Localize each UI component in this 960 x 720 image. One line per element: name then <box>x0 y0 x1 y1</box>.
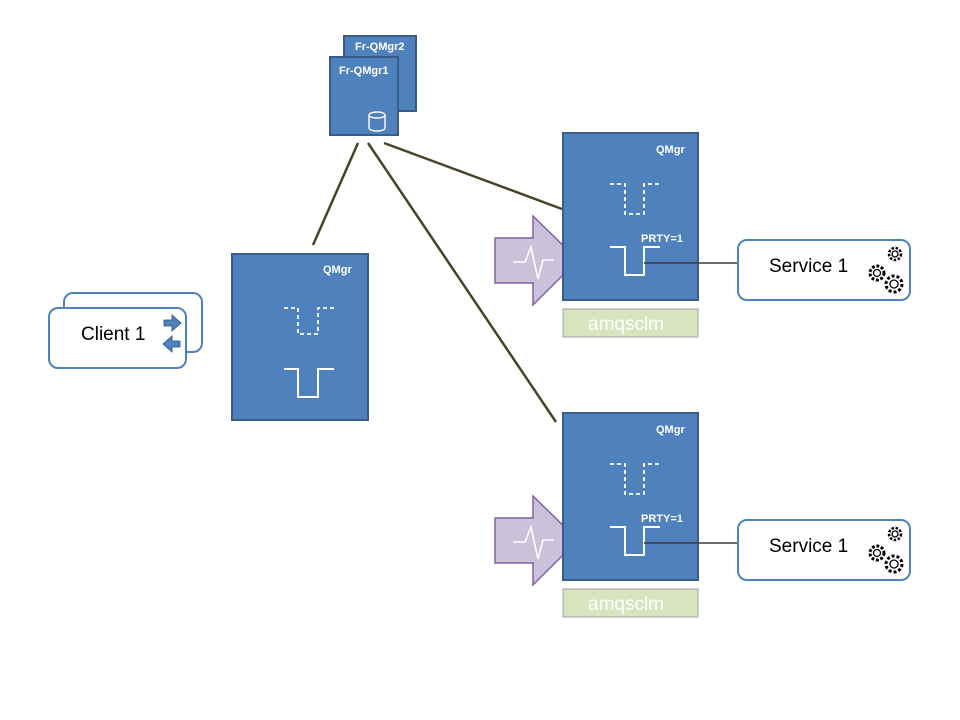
connector-repository-to-gateway <box>311 142 360 246</box>
service-1-top[interactable]: Service 1 <box>737 239 911 301</box>
priority-label: PRTY=1 <box>641 233 683 245</box>
service-1-bottom[interactable]: Service 1 <box>737 519 911 581</box>
service-qmgr-top-label: QMgr <box>656 144 685 156</box>
local-queue-icon <box>610 526 660 556</box>
full-repository-1-label: Fr-QMgr1 <box>339 65 389 77</box>
program-label: amqsclm <box>588 314 664 335</box>
full-repository-qmgr-1[interactable]: Fr-QMgr1 <box>329 56 399 136</box>
gateway-qmgr[interactable]: QMgr <box>231 253 369 421</box>
cluster-connectors <box>311 141 563 423</box>
local-queue-icon <box>284 368 334 398</box>
service-label: Service 1 <box>769 256 848 277</box>
full-repository-2-label: Fr-QMgr2 <box>355 41 405 53</box>
gateway-qmgr-label: QMgr <box>323 264 352 276</box>
service-qmgr-bottom-label: QMgr <box>656 424 685 436</box>
priority-label: PRTY=1 <box>641 513 683 525</box>
program-label: amqsclm <box>588 594 664 615</box>
client-1[interactable]: Client 1 <box>48 292 203 369</box>
heartbeat-arrow-icon <box>494 214 580 307</box>
bidirectional-arrows-icon <box>162 314 182 353</box>
heartbeat-arrow-icon <box>494 494 580 587</box>
heartbeat-arrow-top <box>494 214 580 307</box>
gears-icon <box>868 526 904 574</box>
service-qmgr-top[interactable]: QMgr PRTY=1 <box>562 132 699 301</box>
connector-repository-to-service-qmgr-bottom <box>366 142 558 423</box>
amqsclm-program-top: amqsclm <box>562 308 699 338</box>
heartbeat-arrow-bottom <box>494 494 580 587</box>
amqsclm-program-bottom: amqsclm <box>562 588 699 618</box>
service-qmgr-bottom[interactable]: QMgr PRTY=1 <box>562 412 699 581</box>
connector-repository-to-service-qmgr-top <box>383 141 563 211</box>
local-queue-icon <box>610 246 660 276</box>
cluster-queue-icon <box>284 307 334 335</box>
gears-icon <box>868 246 904 294</box>
database-icon <box>368 111 386 132</box>
client-1-label: Client 1 <box>81 324 145 345</box>
service-label: Service 1 <box>769 536 848 557</box>
